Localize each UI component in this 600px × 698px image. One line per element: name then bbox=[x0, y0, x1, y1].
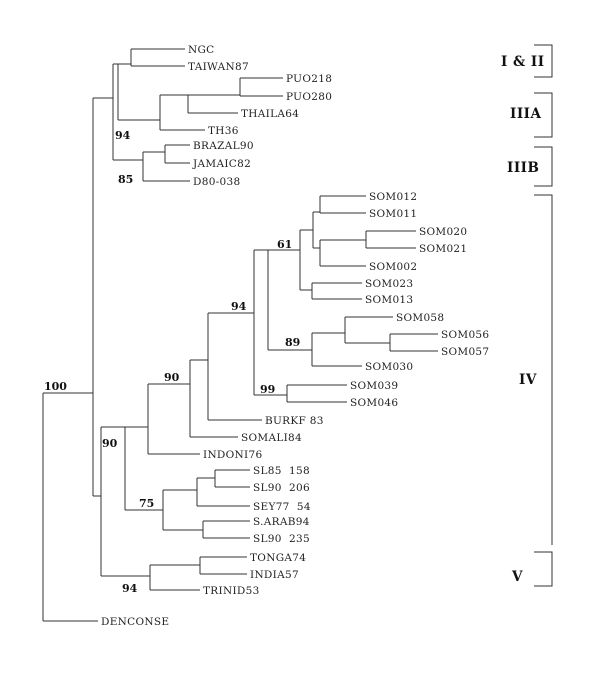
taxon-som021: SOM021 bbox=[419, 243, 467, 255]
taxon-sl90-235: SL90 235 bbox=[253, 533, 310, 545]
bootstrap-values: 94 85 61 94 89 99 90 100 90 75 94 bbox=[44, 129, 300, 595]
bootstrap-90-iv: 90 bbox=[164, 371, 180, 384]
taxon-som058: SOM058 bbox=[396, 312, 444, 324]
taxon-india57: INDIA57 bbox=[250, 569, 299, 581]
bootstrap-61: 61 bbox=[277, 238, 292, 251]
bootstrap-99: 99 bbox=[260, 383, 275, 396]
taxon-jamaic82: JAMAIC82 bbox=[192, 158, 251, 170]
taxon-thaila64: THAILA64 bbox=[241, 108, 299, 120]
clade-labels: I & II IIIA IIIB IV V bbox=[501, 54, 545, 585]
bootstrap-90-lower: 90 bbox=[102, 437, 118, 450]
clade-label-i-ii: I & II bbox=[501, 54, 545, 70]
taxon-th36: TH36 bbox=[208, 125, 239, 137]
taxon-indoni76: INDONI76 bbox=[203, 449, 262, 461]
taxon-taiwan87: TAIWAN87 bbox=[188, 61, 249, 73]
taxon-som039: SOM039 bbox=[350, 380, 398, 392]
bootstrap-75: 75 bbox=[139, 497, 154, 510]
taxon-som057: SOM057 bbox=[441, 346, 489, 358]
taxon-som046: SOM046 bbox=[350, 397, 398, 409]
taxon-sarab94: S.ARAB94 bbox=[253, 516, 310, 528]
taxon-som011: SOM011 bbox=[369, 208, 417, 220]
taxon-brazal90: BRAZAL90 bbox=[193, 140, 254, 152]
taxon-labels: NGC TAIWAN87 PUO218 PUO280 THAILA64 TH36… bbox=[101, 44, 489, 628]
clade-brackets bbox=[534, 44, 553, 587]
bootstrap-85-iiib: 85 bbox=[118, 173, 133, 186]
bracket-iiia bbox=[534, 92, 553, 138]
bootstrap-94-som: 94 bbox=[231, 300, 247, 313]
taxon-sl90-206: SL90 206 bbox=[253, 482, 310, 494]
tree-branches bbox=[42, 48, 438, 622]
taxon-burkf83: BURKF 83 bbox=[265, 415, 324, 427]
clade-label-iv: IV bbox=[519, 372, 537, 388]
taxon-pu0218: PUO218 bbox=[286, 73, 332, 85]
taxon-som020: SOM020 bbox=[419, 226, 467, 238]
taxon-d80-038: D80-038 bbox=[193, 176, 240, 188]
taxon-som002: SOM002 bbox=[369, 261, 417, 273]
bootstrap-89: 89 bbox=[285, 336, 300, 349]
taxon-denconse: DENCONSE bbox=[101, 616, 169, 628]
taxon-som012: SOM012 bbox=[369, 191, 417, 203]
bracket-v bbox=[534, 551, 553, 587]
bracket-iiib bbox=[534, 146, 553, 187]
bootstrap-100: 100 bbox=[44, 380, 67, 393]
taxon-sl85-158: SL85 158 bbox=[253, 465, 310, 477]
clade-label-iiib: IIIB bbox=[507, 160, 539, 176]
bootstrap-94-v: 94 bbox=[122, 582, 138, 595]
bootstrap-94-iiia: 94 bbox=[115, 129, 131, 142]
taxon-som030: SOM030 bbox=[365, 361, 413, 373]
clade-label-iiia: IIIA bbox=[510, 106, 541, 122]
taxon-ngc: NGC bbox=[188, 44, 215, 56]
bracket-iv bbox=[534, 194, 553, 545]
taxon-som023: SOM023 bbox=[365, 278, 413, 290]
taxon-tonga74: TONGA74 bbox=[250, 552, 306, 564]
taxon-trinid53: TRINID53 bbox=[203, 585, 260, 597]
taxon-pu0280: PUO280 bbox=[286, 91, 332, 103]
taxon-som013: SOM013 bbox=[365, 294, 413, 306]
bracket-i-ii bbox=[534, 44, 553, 78]
taxon-sey77-54: SEY77 54 bbox=[253, 501, 311, 513]
taxon-som056: SOM056 bbox=[441, 329, 489, 341]
clade-label-v: V bbox=[511, 569, 523, 585]
taxon-somali84: SOMALI84 bbox=[241, 432, 302, 444]
